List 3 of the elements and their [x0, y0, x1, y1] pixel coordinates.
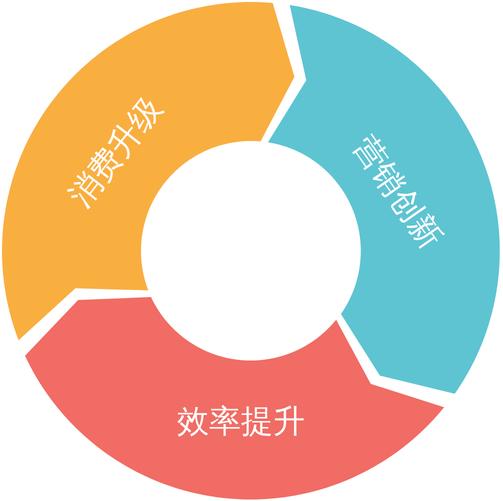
segment-label: 营销创新	[348, 130, 448, 254]
segment-label: 效率提升	[176, 404, 305, 437]
segment-label: 消费升级	[63, 92, 167, 212]
